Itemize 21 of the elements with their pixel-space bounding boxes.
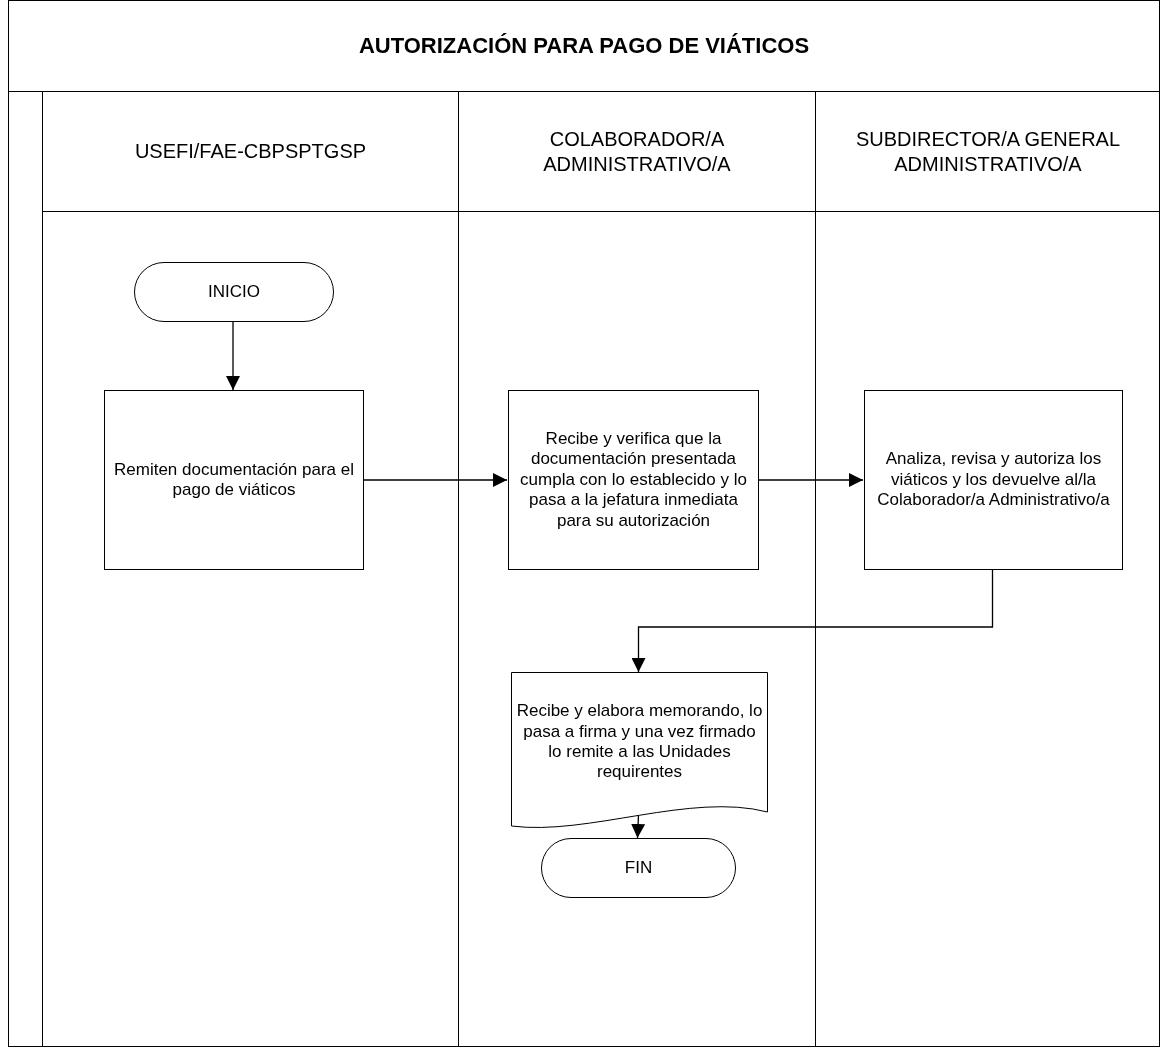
arrow [757,473,864,487]
process-box [104,390,364,570]
arrow [362,473,508,487]
node-text: Recibe y elabora memorando, lo pasa a firma y una vez firmado lo remite a las Unidades requirentes [515,701,764,783]
lane-header: SUBDIRECTOR/A GENERAL ADMINISTRATIVO/A [854,126,1122,177]
lane-header: USEFI/FAE-CBPSPTGSP [134,139,367,164]
arrow [631,569,994,673]
node-text: FIN [624,857,653,879]
process-box [508,390,759,570]
node-text: INICIO [208,281,260,303]
swimlane [815,92,1160,1047]
lane-header: COLABORADOR/A ADMINISTRATIVO/A [542,126,732,177]
arrow [631,814,646,839]
process-box [864,390,1123,570]
arrow [226,321,240,391]
swimlane [42,92,458,1047]
title: AUTORIZACIÓN PARA PAGO DE VIÁTICOS [358,32,810,60]
node-text: Analiza, revisa y autoriza los viáticos y los devuelve al/la Colaborador/a Administrativo/a [876,449,1111,511]
node-text: Remiten documentación para el pago de viáticos [113,459,355,501]
swimlane [458,92,815,1047]
node-text: Recibe y verifica que la documentación presentada cumpla con lo establecido y lo pasa a la jefatura inmediata para su autorización [519,429,748,531]
